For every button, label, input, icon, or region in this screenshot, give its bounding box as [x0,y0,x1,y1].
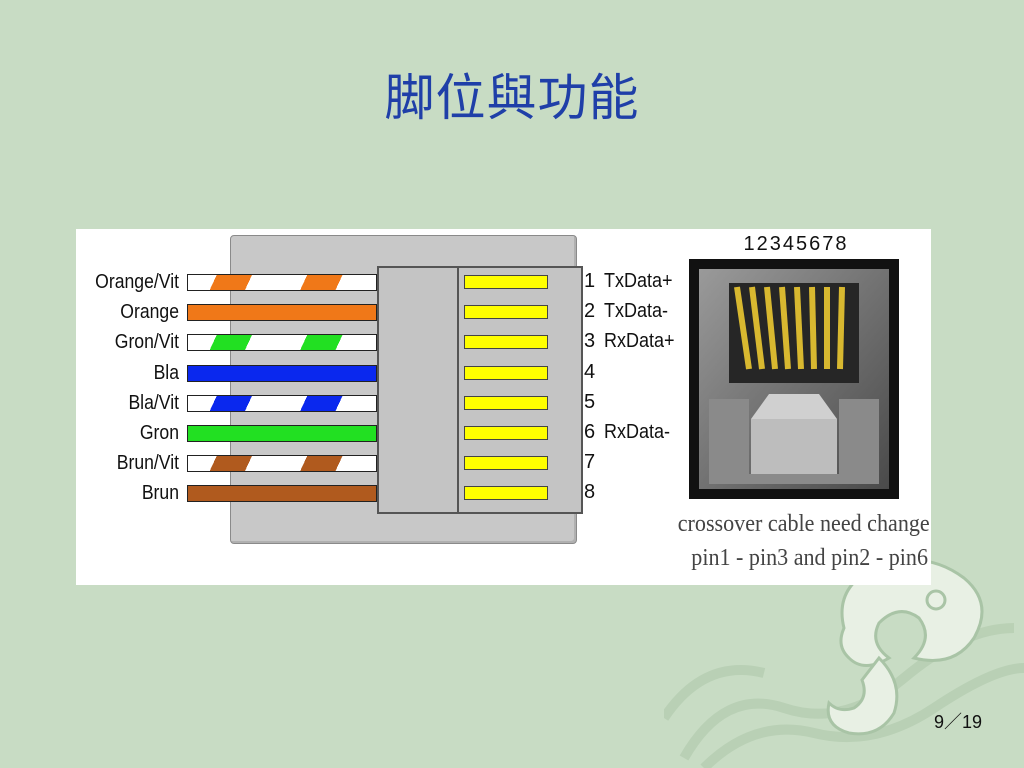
pin-function: TxData+ [604,270,673,292]
pin-number: 1 [584,270,596,292]
jack-pin-numbers: 12345678 [743,233,849,255]
pin-function: TxData- [604,300,669,323]
wire-solid [187,304,377,322]
pin-number: 5 [584,390,596,413]
crossover-note-line1: crossover cable need change [677,511,930,537]
wire-label: Orange [120,301,179,324]
jack-contact [764,286,778,370]
plug-pin-contact [464,335,548,350]
jack-latch [709,399,879,484]
crossover-note-line2: pin1 - pin3 and pin2 - pin6 [691,545,928,571]
pin-number: 6 [584,421,596,443]
plug-pin-contact [464,486,548,501]
pin-function: RxData- [604,421,671,443]
plug-pin-contact [464,305,548,320]
plug-pin-contact [464,456,548,471]
jack-contact [734,286,752,370]
pin-number: 8 [584,481,596,504]
wire-label: Brun [141,482,179,505]
pin-number: 2 [584,300,596,323]
wire-label: Gron [139,422,179,444]
pin-number: 3 [584,330,596,353]
jack-contact [809,286,817,370]
wire-striped [187,394,377,412]
plug-pin-contact [464,426,548,440]
jack-contact [779,286,791,370]
wire-solid [187,364,377,382]
rj45-jack-photo [689,259,899,499]
slide-title: 脚位與功能 [384,69,640,127]
plug-contact-block [377,266,583,514]
plug-pin-contact [464,275,548,289]
plug-contact-divider [457,266,459,514]
wire-solid [187,485,377,503]
wire-label: Brun/Vit [116,452,179,475]
jack-contact [794,286,804,370]
jack-contacts [734,286,845,370]
wire-label: Bla [153,361,179,384]
plug-pin-contact [464,395,548,410]
wire-label: Gron/Vit [114,331,179,354]
wire-striped [187,334,377,352]
pin-function: RxData+ [604,330,675,353]
plug-pin-contact [464,365,548,380]
jack-contact [837,286,845,370]
wire-striped [187,455,377,473]
wire-striped [187,274,377,291]
pin-number: 4 [584,360,596,383]
wire-solid [187,425,377,442]
pin-number: 7 [584,451,596,474]
jack-contact [749,286,765,370]
wire-label: Orange/Vit [95,271,179,293]
page-number: 9／19 [933,712,982,732]
wire-label: Bla/Vit [128,391,179,414]
